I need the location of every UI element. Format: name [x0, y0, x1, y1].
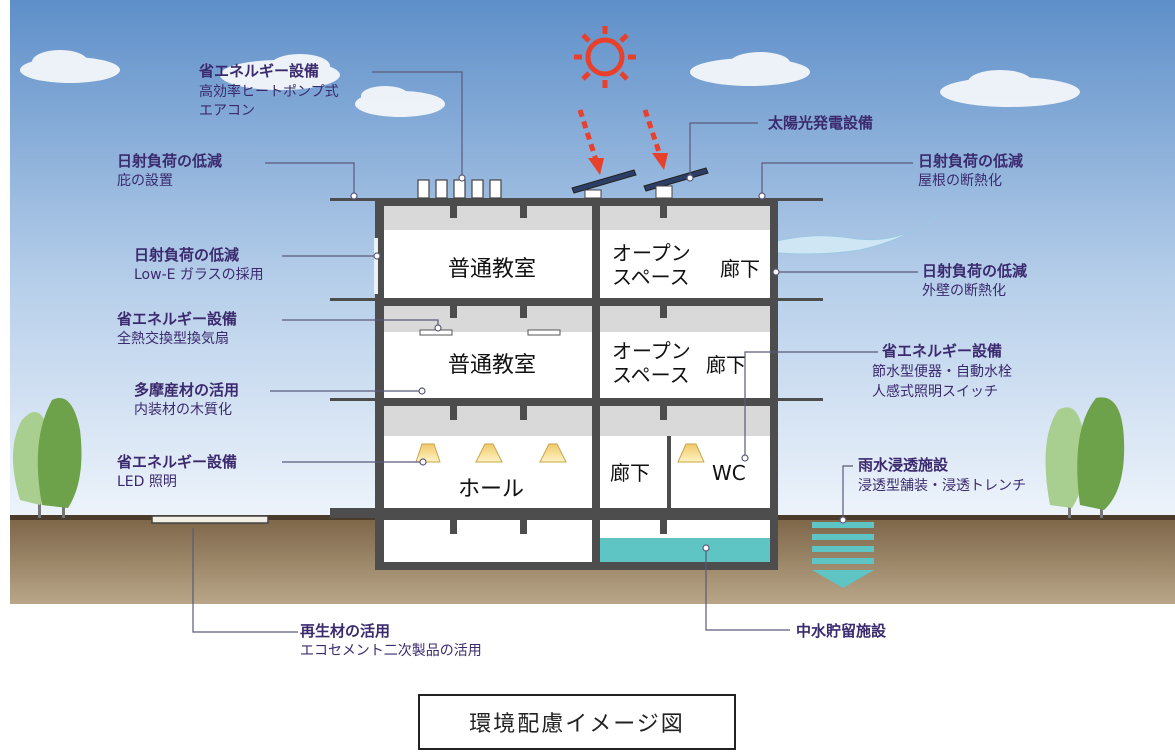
room-wc: WC	[712, 461, 746, 485]
room-open-space-2f-line1: オープン	[612, 339, 691, 363]
leader-lines	[192, 71, 918, 633]
label-timber-title: 多摩産材の活用	[134, 381, 239, 399]
tree-left-icon	[12, 398, 82, 518]
ventilation-fan	[527, 329, 561, 336]
sunlight-arrows	[577, 109, 668, 175]
room-open-space-2f-line2: スペース	[612, 363, 690, 387]
wind-swirl	[747, 214, 939, 255]
label-wall-insulation-sub: 外壁の断熱化	[922, 283, 1006, 299]
label-greywater-title: 中水貯留施設	[796, 622, 887, 640]
solar-panel-icon	[571, 167, 709, 199]
label-eaves-sub: 庇の設置	[117, 173, 173, 189]
eaves-left	[330, 198, 375, 201]
label-solar-title: 太陽光発電設備	[768, 114, 873, 132]
rain-infiltration-trench	[812, 522, 874, 588]
led-lamp-icon	[415, 443, 705, 463]
diagram-caption: 環境配慮イメージ図	[418, 694, 736, 750]
rooftop-ac-units	[417, 179, 502, 199]
room-classroom-3f: 普通教室	[448, 257, 536, 282]
room-hall: ホール	[458, 477, 524, 502]
label-water-saving-sub1: 節水型便器・自動水栓	[872, 363, 1012, 380]
label-water-saving-sub2: 人感式照明スイッチ	[872, 383, 998, 400]
label-glass-title: 日射負荷の低減	[134, 246, 239, 264]
label-eaves-title: 日射負荷の低減	[117, 152, 222, 170]
label-rain-sub: 浸透型舗装・浸透トレンチ	[858, 478, 1026, 494]
eco-cement-slab	[151, 515, 269, 524]
building	[330, 198, 823, 570]
label-roof-insulation-sub: 屋根の断熱化	[918, 173, 1002, 189]
label-recycled-title: 再生材の活用	[300, 622, 390, 640]
room-corridor-1f: 廊下	[610, 461, 650, 485]
low-e-glass	[374, 238, 378, 294]
greywater-tank	[600, 538, 770, 562]
label-roof-insulation-title: 日射負荷の低減	[918, 152, 1023, 170]
label-water-saving-title: 省エネルギー設備	[881, 342, 1002, 360]
label-hvac-sub2: エアコン	[199, 103, 255, 119]
label-glass-sub: Low-E ガラスの採用	[134, 267, 264, 283]
sun-icon	[574, 26, 636, 88]
label-led-title: 省エネルギー設備	[116, 453, 237, 471]
label-wall-insulation-title: 日射負荷の低減	[922, 262, 1027, 280]
label-recycled-sub: エコセメント二次製品の活用	[300, 643, 482, 659]
label-ventilation-title: 省エネルギー設備	[116, 310, 237, 328]
room-open-space-3f-line2: スペース	[612, 265, 690, 289]
room-corridor-2f: 廊下	[706, 353, 746, 377]
room-classroom-2f: 普通教室	[448, 353, 536, 378]
label-ventilation-sub: 全熱交換型換気扇	[117, 330, 229, 347]
label-timber-sub: 内装材の木質化	[134, 402, 232, 418]
label-rain-title: 雨水浸透施設	[858, 456, 949, 474]
tree-right-icon	[1045, 397, 1125, 518]
label-led-sub: LED 照明	[117, 474, 177, 490]
room-corridor-3f: 廊下	[720, 257, 760, 281]
clouds	[20, 50, 1080, 117]
room-open-space-3f-line1: オープン	[612, 241, 691, 265]
label-hvac-sub1: 高効率ヒートポンプ式	[199, 83, 339, 100]
label-hvac-title: 省エネルギー設備	[198, 62, 319, 80]
